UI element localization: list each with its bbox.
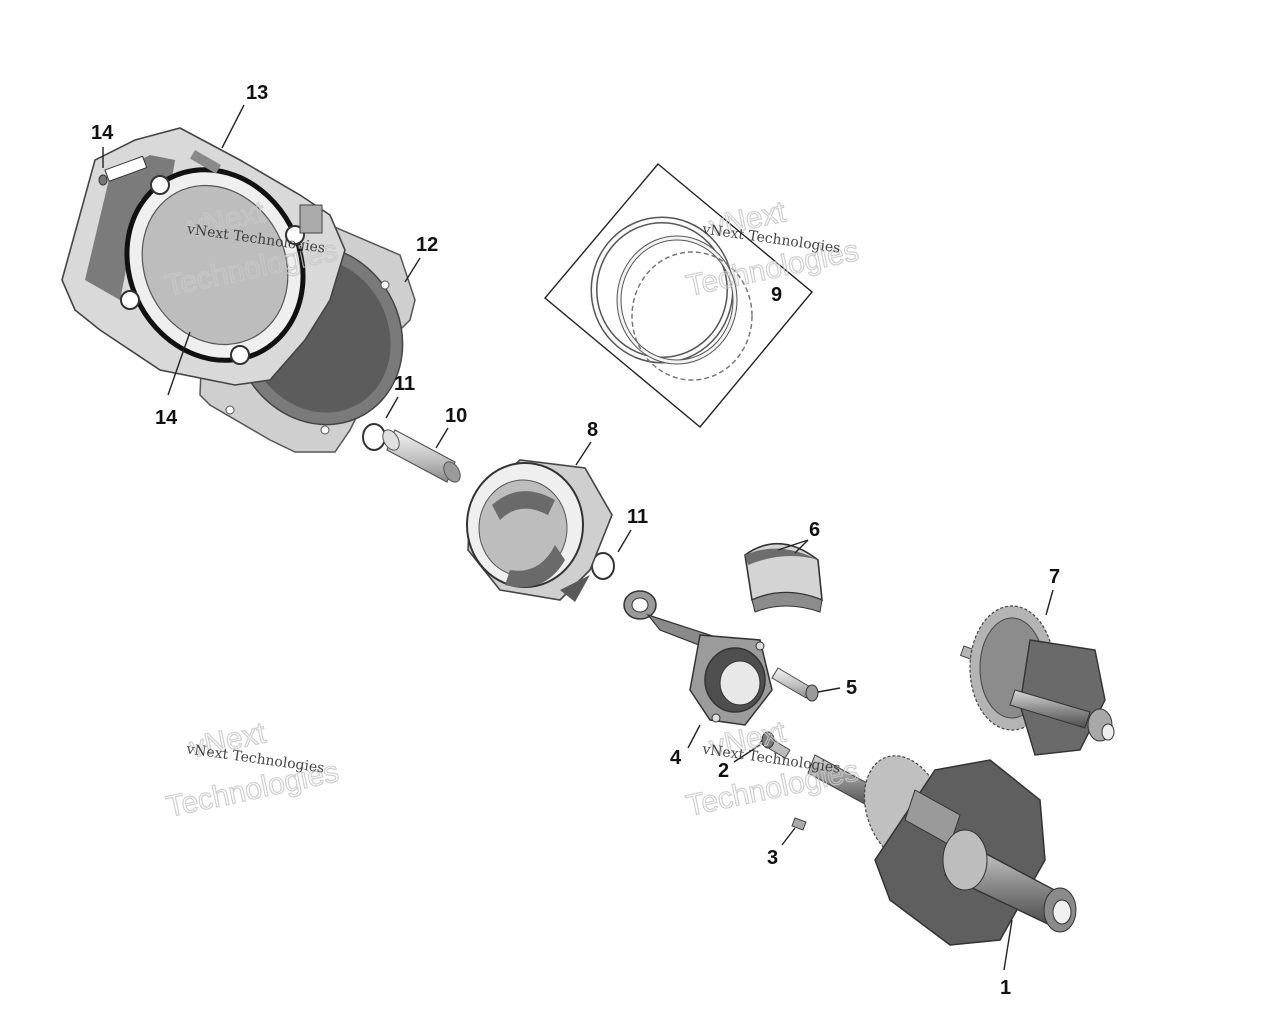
callout-labels: 13 14 14 12 9 11 10 8 11 6 7 5 4 2 3 1 — [91, 82, 1060, 999]
piston-pin-part — [382, 429, 461, 483]
bearing-shells-part — [744, 542, 823, 613]
callout-10: 10 — [445, 405, 467, 427]
callout-1: 1 — [1000, 977, 1011, 999]
circlip-part — [362, 423, 386, 451]
callout-8: 8 — [587, 419, 598, 441]
callout-5: 5 — [846, 677, 857, 699]
balancer-shaft-part — [959, 605, 1115, 756]
connecting-rod-part — [623, 590, 773, 726]
crankshaft-part — [807, 754, 1077, 946]
callout-3: 3 — [767, 847, 778, 869]
callout-12: 12 — [416, 234, 438, 256]
small-bolt-part — [759, 731, 791, 759]
callout-2: 2 — [718, 760, 729, 782]
rod-bolt-part — [771, 667, 819, 702]
callout-11-right: 11 — [627, 506, 648, 528]
callout-9: 9 — [771, 284, 782, 306]
dowel-pin-part — [98, 174, 108, 186]
leader-lines — [102, 104, 1054, 971]
callout-13: 13 — [246, 82, 268, 104]
callout-11-left: 11 — [394, 373, 415, 395]
callout-6: 6 — [809, 519, 820, 541]
woodruff-key-part — [791, 817, 807, 831]
callout-7: 7 — [1049, 566, 1060, 588]
piston-part — [466, 459, 613, 602]
cylinder-head-part — [61, 127, 346, 386]
callout-14-bottom: 14 — [155, 407, 178, 429]
callout-14-top: 14 — [91, 122, 114, 144]
callout-4: 4 — [670, 747, 682, 769]
piston-ring-set-part — [544, 163, 813, 428]
